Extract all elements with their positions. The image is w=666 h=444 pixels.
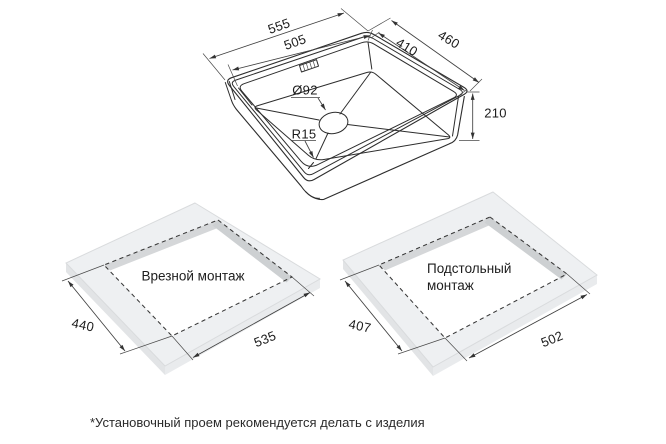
dim-line-502 [468, 294, 588, 359]
undermount-diagram: 407 502 Подстольный монтаж [339, 191, 598, 376]
flush-depth-label: 440 [70, 315, 95, 334]
sink-radius-label: R15 [292, 127, 317, 142]
under-depth-label: 407 [347, 316, 372, 335]
under-cutout-wall-left [379, 217, 496, 271]
under-cutout-outline [378, 216, 568, 339]
flush-cutout-wall-right [212, 220, 292, 283]
dim-line-505 [232, 35, 371, 71]
dim-line-410 [378, 32, 465, 91]
under-mount-title-line2: монтаж [427, 278, 474, 293]
sink-rim-outer [227, 31, 468, 182]
sink-drain-label: Ø92 [292, 83, 317, 98]
dim-line-535 [192, 292, 311, 358]
under-mount-title-line1: Подстольный [427, 261, 511, 276]
flush-mount-title: Врезной монтаж [142, 269, 245, 284]
flush-mount-diagram: 440 535 Врезной монтаж [61, 202, 321, 375]
sink-bowl-opening [239, 41, 457, 167]
under-width-label: 502 [539, 328, 566, 350]
sink-dimensions: 555 505 460 410 210 Ø92 R15 [202, 8, 507, 158]
flush-width-label: 535 [252, 328, 279, 350]
sink-inner-width-label: 505 [282, 31, 308, 53]
flush-cutout-outline [103, 219, 293, 337]
sink-body-left-edge [224, 81, 236, 101]
footnote: *Установочный проем рекомендуется делать… [90, 415, 425, 430]
dim-line-407 [344, 280, 403, 352]
sink-drawing: 555 505 460 410 210 Ø92 R15 [202, 8, 507, 201]
flush-cutout-wall-left [104, 220, 224, 271]
sink-outer-width-label: 555 [266, 15, 292, 37]
dim-line-440 [67, 280, 126, 352]
sink-rim-inner [231, 36, 463, 176]
sink-body-bottom-detail [305, 191, 320, 199]
sink-drain [318, 111, 349, 135]
sink-outer-depth-label: 460 [435, 27, 462, 51]
under-cutout-wall-right [484, 217, 567, 280]
sink-bottom-creases [254, 72, 450, 160]
sink-height-label: 210 [484, 106, 507, 121]
sink-bowl-bottom [254, 71, 451, 161]
